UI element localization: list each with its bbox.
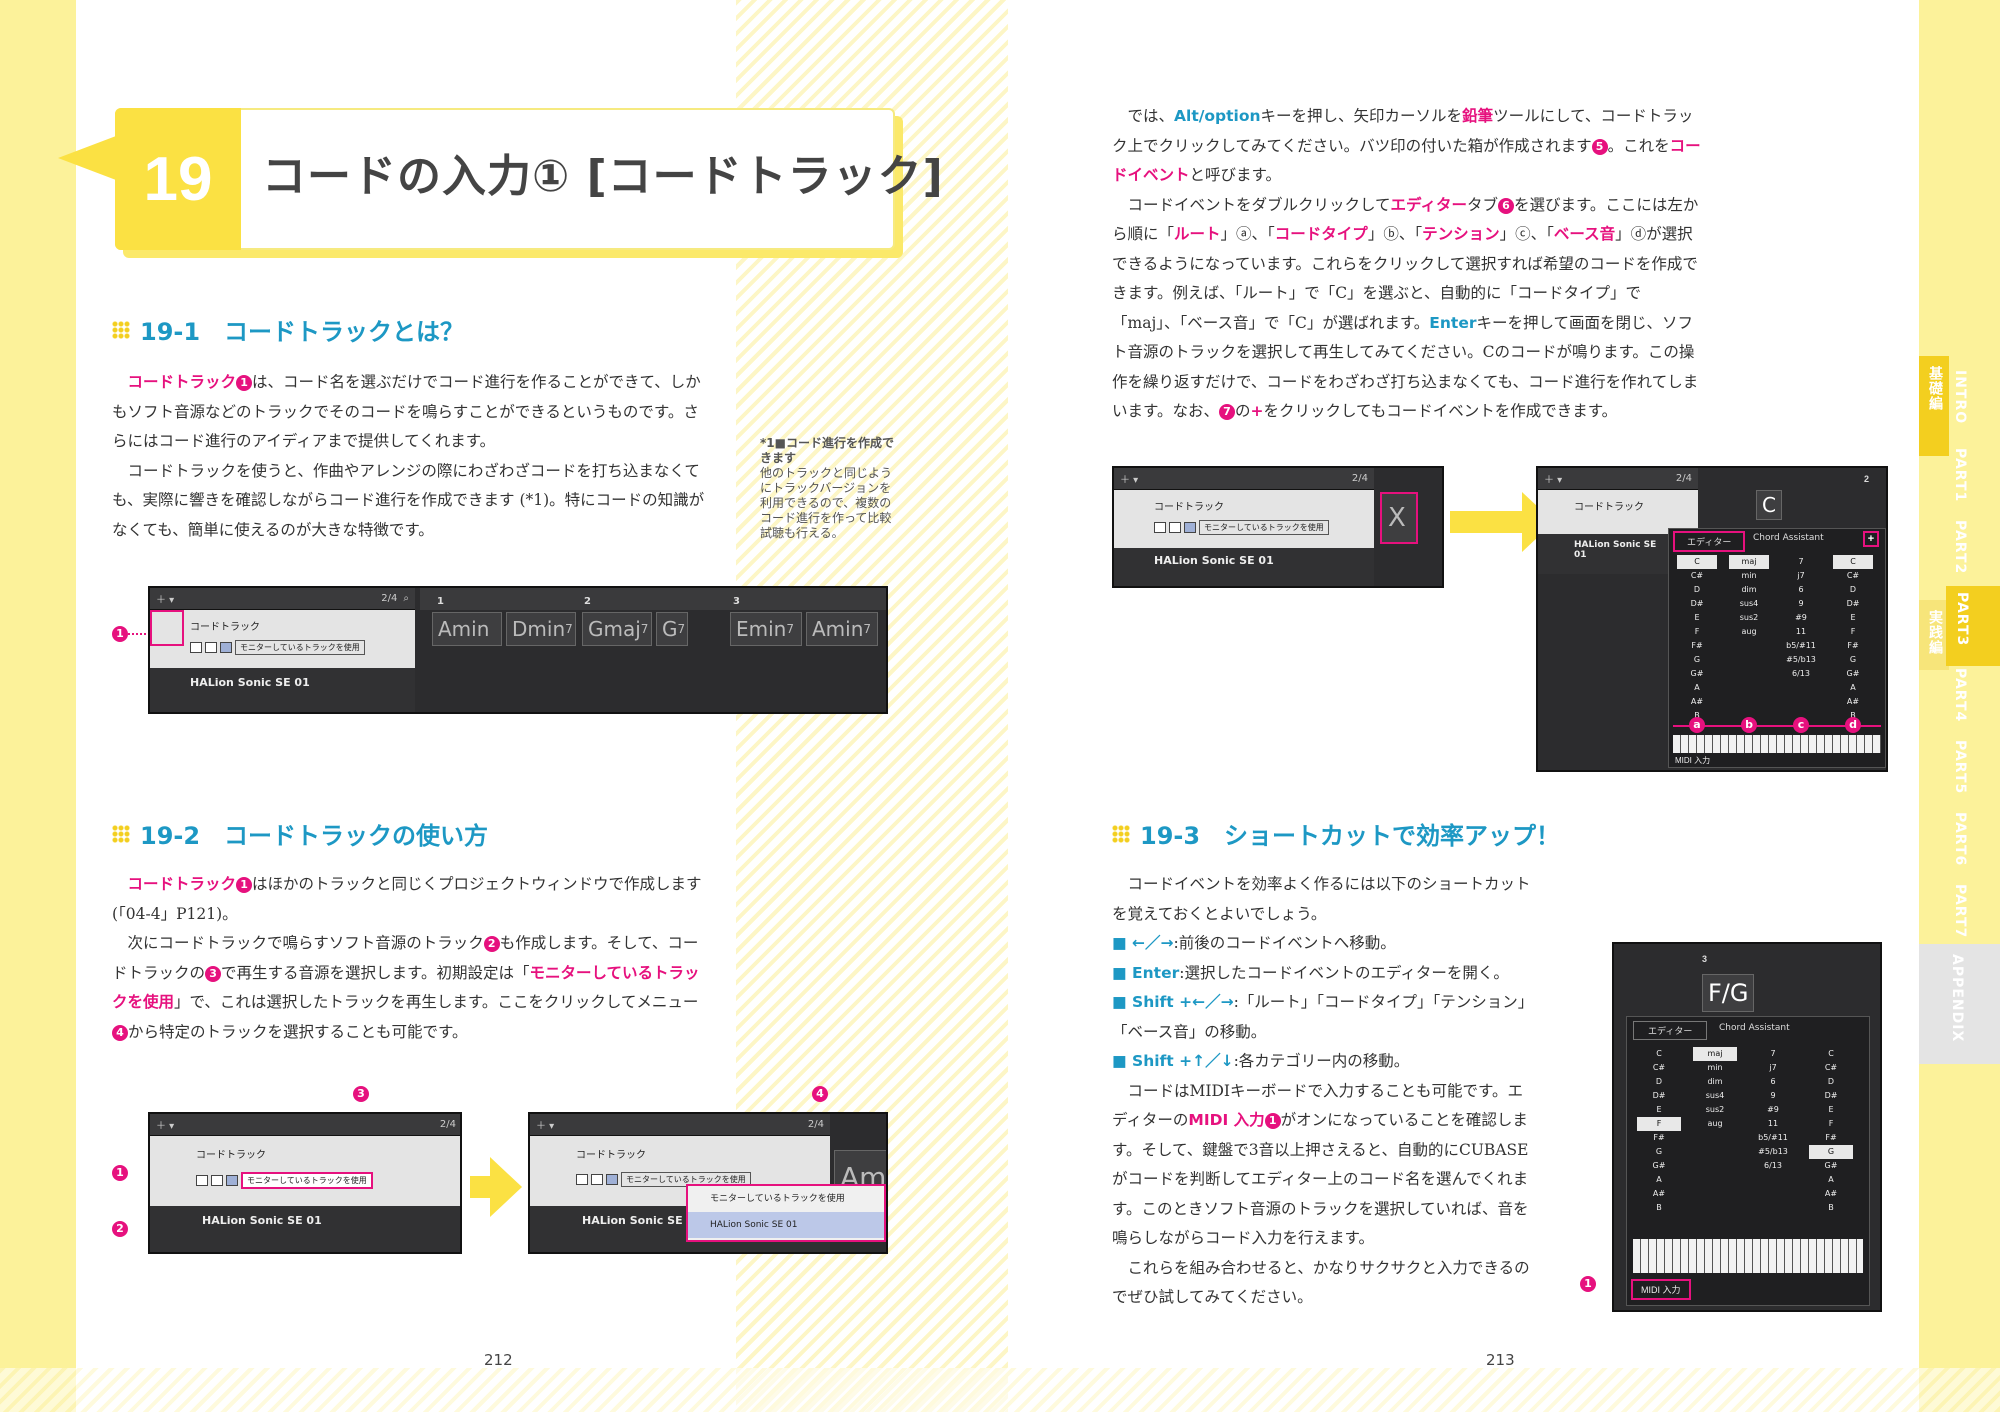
arrow-right-icon xyxy=(490,1157,522,1217)
heading-dots-icon xyxy=(112,824,130,843)
shortcut-item: ■ Shift +←／→:「ルート」「コードタイプ」「テンション」「ベース音」の… xyxy=(1112,993,1526,1041)
section-heading-19-3: 19-3 ショートカットで効率アップ！ xyxy=(1112,816,1560,851)
left-page-edge xyxy=(0,0,76,1412)
side-tab-part2[interactable]: PART2 xyxy=(1952,520,1968,575)
side-tab-part4[interactable]: PART4 xyxy=(1952,668,1968,723)
monitor-select[interactable]: モニターしているトラックを使用 xyxy=(241,1172,373,1189)
side-tab-part6[interactable]: PART6 xyxy=(1952,812,1968,867)
callout-1: 1 xyxy=(1580,1276,1596,1292)
monitor-select[interactable]: モニターしているトラックを使用 xyxy=(235,640,365,655)
bottom-band xyxy=(0,1368,2000,1412)
menu-item-monitor[interactable]: モニターしているトラックを使用 xyxy=(710,1194,845,1204)
chapter-number: 19 xyxy=(115,108,241,250)
column-bracket xyxy=(1673,725,1881,727)
title-tab-tail xyxy=(58,136,116,180)
menu-item-halion[interactable]: HALion Sonic SE 01 xyxy=(688,1212,884,1238)
chord-track-row[interactable]: コードトラック モニターしているトラックを使用 xyxy=(150,1136,460,1206)
page-number-right: 213 xyxy=(1486,1351,1515,1369)
add-chord-button[interactable]: + xyxy=(1863,531,1879,547)
tab-editor[interactable]: エディター xyxy=(1673,531,1746,552)
side-tab-basic[interactable]: 基礎編 xyxy=(1919,356,1949,456)
c-chord-event[interactable]: C xyxy=(1756,490,1782,520)
page-number-left: 212 xyxy=(484,1351,513,1369)
side-note: *1■コード進行を作成できます 他のトラックと同じようにトラックバージョンを利用… xyxy=(760,436,894,540)
side-tab-part7[interactable]: PART7 xyxy=(1952,884,1968,939)
tab-chord-assistant[interactable]: Chord Assistant xyxy=(1753,533,1824,543)
piano-keyboard[interactable] xyxy=(1673,735,1881,753)
chord-track-highlight xyxy=(150,610,184,646)
callout-1: 1 xyxy=(112,626,128,642)
right-page-edge xyxy=(1919,0,2000,1412)
arrow-body xyxy=(470,1176,490,1198)
track-screenshot-a: ＋ ▾2/4 コードトラック モニターしているトラックを使用 HALion So… xyxy=(148,1112,462,1254)
add-track-icon[interactable]: ＋ ▾ xyxy=(1544,475,1563,486)
section-heading-19-2: 19-2 コードトラックの使い方 xyxy=(112,816,488,851)
side-tab-part3-active[interactable]: PART3 xyxy=(1946,586,2000,666)
section-heading-19-1: 19-1 コードトラックとは？ xyxy=(112,312,464,347)
page-title: コードの入力① [コードトラック] xyxy=(262,151,944,202)
ruler xyxy=(420,588,886,610)
callout-1: 1 xyxy=(112,1165,128,1181)
placeholder-screenshot: ＋ ▾2/4 コードトラック モニターしているトラックを使用 HALion So… xyxy=(1112,466,1444,588)
instrument-track-row[interactable]: HALion Sonic SE 01 xyxy=(150,668,415,712)
shortcut-item: ■ ←／→:前後のコードイベントへ移動。 xyxy=(1112,934,1396,952)
heading-dots-icon xyxy=(1112,824,1130,843)
right-page-body: では、Alt/optionキーを押し、矢印カーソルを鉛筆ツールにして、コードトラ… xyxy=(1112,107,1701,420)
side-tab-part5[interactable]: PART5 xyxy=(1952,740,1968,795)
callout-2: 2 xyxy=(112,1221,128,1237)
side-tab-part1[interactable]: PART1 xyxy=(1952,448,1968,503)
chord-event[interactable]: Amin xyxy=(432,612,502,646)
callout-line xyxy=(128,633,154,635)
shortcut-item: ■ Enter:選択したコードイベントのエディターを開く。 xyxy=(1112,963,1509,982)
placeholder-chord-event[interactable]: X xyxy=(1380,492,1418,544)
add-track-icon[interactable]: ＋ ▾ xyxy=(1120,475,1139,486)
add-track-icon[interactable]: ＋ ▾ xyxy=(536,1121,555,1132)
chord-track-row[interactable]: コードトラック モニターしているトラックを使用 xyxy=(1114,490,1374,548)
midi-input-toggle[interactable]: MIDI 入力 xyxy=(1631,1279,1691,1300)
chord-track-row[interactable]: コードトラック モニターしているトラックを使用 xyxy=(150,610,415,668)
track-toolbar: ＋ ▾ 2/4⌕ xyxy=(150,588,415,610)
section-19-3-body: コードイベントを効率よく作るには以下のショートカットを覚えておくとよいでしょう。… xyxy=(1112,875,1531,1306)
arrow-body xyxy=(1450,511,1524,533)
add-track-icon[interactable]: ＋ ▾ xyxy=(156,1121,175,1132)
callout-4: 4 xyxy=(812,1086,828,1102)
side-tab-practical[interactable]: 実践編 xyxy=(1919,600,1949,670)
instrument-track-row[interactable]: HALion Sonic SE 01 xyxy=(150,1206,460,1252)
chord-track-screenshot: ＋ ▾ 2/4⌕ コードトラック モニターしているトラックを使用 HALion … xyxy=(148,586,888,714)
add-track-icon[interactable]: ＋ ▾ xyxy=(156,595,175,606)
callout-3: 3 xyxy=(353,1086,369,1102)
side-tab-appendix[interactable]: APPENDIX xyxy=(1919,944,2000,1064)
tab-chord-assistant[interactable]: Chord Assistant xyxy=(1719,1023,1790,1033)
midi-input-toggle[interactable]: MIDI 入力 xyxy=(1675,756,1711,765)
shortcut-item: ■ Shift +↑／↓:各カテゴリー内の移動。 xyxy=(1112,1052,1410,1070)
side-tab-intro[interactable]: INTRO xyxy=(1952,370,1968,425)
heading-dots-icon xyxy=(112,320,130,339)
track-screenshot-b: ＋ ▾2/4 コードトラック モニターしているトラックを使用 HALion So… xyxy=(528,1112,888,1254)
piano-keyboard[interactable] xyxy=(1633,1239,1863,1273)
track-select-menu[interactable]: モニターしているトラックを使用 HALion Sonic SE 01 xyxy=(686,1184,886,1242)
chord-editor-screenshot: ＋ ▾2/4 コードトラック HALion Sonic SE 01 C 2 エデ… xyxy=(1536,466,1888,772)
search-icon[interactable]: ⌕ xyxy=(403,593,409,604)
tab-editor[interactable]: エディター xyxy=(1633,1021,1708,1040)
fg-chord-event[interactable]: F/G xyxy=(1702,974,1754,1012)
title-box xyxy=(115,108,895,250)
